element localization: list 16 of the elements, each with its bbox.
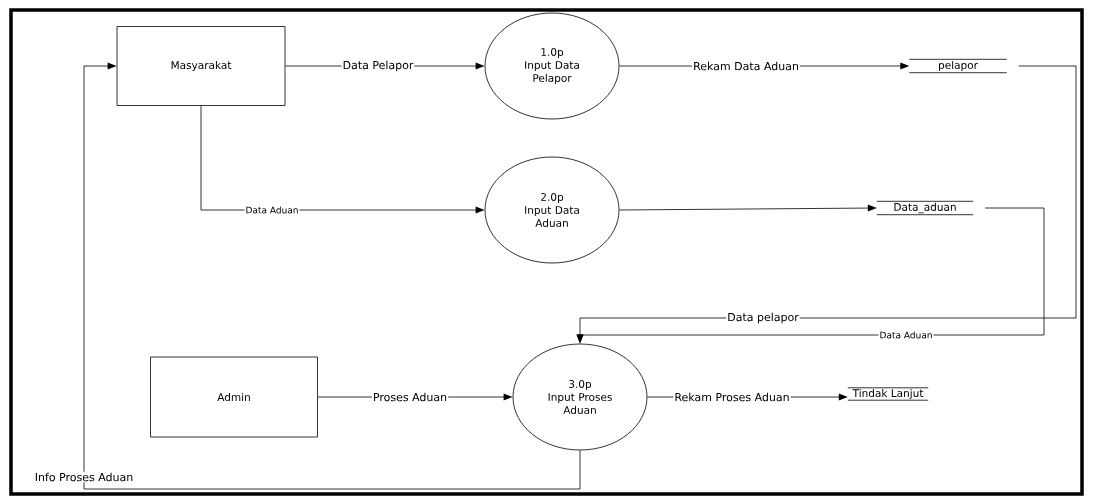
data-store: Data_aduan xyxy=(876,200,974,216)
arrow xyxy=(619,204,877,212)
entity-box: Masyarakat xyxy=(116,26,286,106)
edge-label: Info Proses Aduan xyxy=(33,471,135,483)
edge-label: Rekam Proses Aduan xyxy=(673,391,791,403)
data-store: Tindak Lanjut xyxy=(847,387,929,401)
arrow xyxy=(83,62,581,490)
edge-label: Data Aduan xyxy=(244,205,300,215)
edge-label: Data Pelapor xyxy=(341,59,415,73)
entity-box: Admin xyxy=(150,356,318,438)
edge-label: Proses Aduan xyxy=(371,391,449,403)
edge-label: Data pelapor xyxy=(726,311,800,325)
edge-label: Rekam Data Aduan xyxy=(692,60,800,72)
edge-label: Data Aduan xyxy=(878,330,934,340)
arrow xyxy=(576,207,1045,344)
data-store: pelapor xyxy=(908,58,1008,74)
